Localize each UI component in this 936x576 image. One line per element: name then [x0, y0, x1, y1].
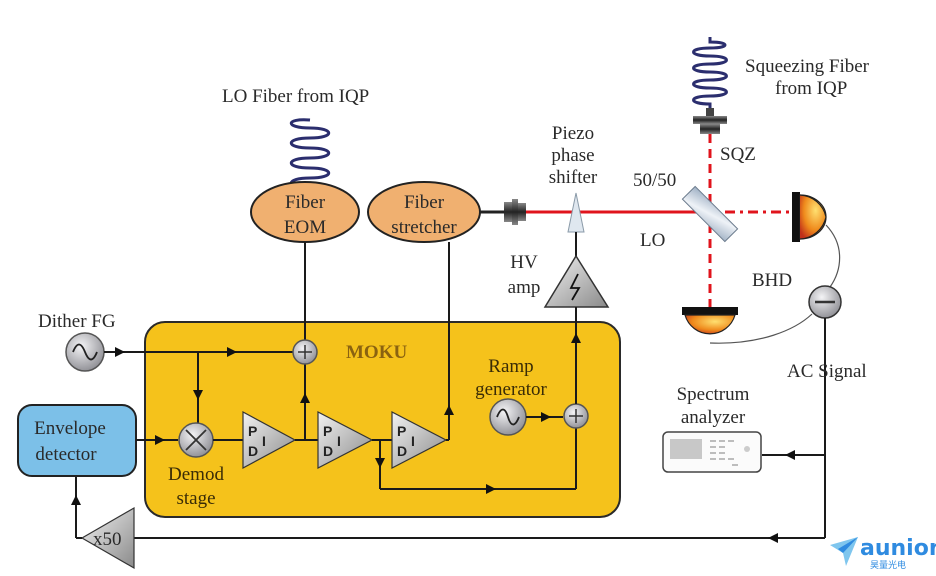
hv-amp-icon [543, 254, 610, 308]
dither-fg-label: Dither FG [38, 311, 116, 332]
arrow-icon [71, 495, 81, 505]
gain-label: x50 [93, 529, 122, 550]
logo-subtitle: 昊量光电 [870, 559, 906, 571]
lo-fiber-label: LO Fiber from IQP [222, 86, 369, 107]
envelope-detector-label: Envelope [34, 418, 106, 439]
arrow-icon [541, 412, 551, 422]
multiply-icon [185, 429, 207, 451]
lo-fiber-coil-icon [289, 118, 331, 195]
arrow-icon [444, 405, 454, 415]
sine-icon [496, 408, 520, 426]
pid-controller-3: P D I [391, 411, 448, 469]
sqz-label: SQZ [720, 144, 756, 165]
fiber-stretcher-label: Fiber [404, 192, 445, 213]
spectrum-analyzer-label: analyzer [681, 407, 746, 428]
fiber-connector-icon [504, 199, 526, 225]
envelope-detector [17, 404, 137, 477]
ac-signal-label: AC Signal [787, 361, 867, 382]
bhd-wire [825, 224, 841, 288]
sqz-connector-icon [693, 108, 727, 134]
lightning-icon [569, 273, 581, 301]
ramp-generator-label: Ramp [488, 356, 533, 377]
detector-mount [682, 307, 738, 315]
spectrum-analyzer-icon[interactable] [662, 431, 762, 473]
fiber-stretcher-label: stretcher [391, 217, 457, 238]
svg-text:D: D [323, 443, 333, 459]
lo-label: LO [640, 230, 665, 251]
svg-text:I: I [337, 433, 341, 449]
pid-controller-2: P D I [317, 411, 374, 469]
piezo-label: Piezo [552, 123, 594, 144]
arrow-icon [115, 347, 125, 357]
arrow-icon [785, 450, 795, 460]
arrow-icon [375, 458, 385, 468]
logo-text: aunion [860, 536, 936, 561]
detector-mount [792, 192, 800, 242]
moku-label: MOKU [346, 342, 407, 363]
demod-label: Demod [168, 464, 224, 485]
sine-icon [72, 343, 98, 361]
beamsplitter-label: 50/50 [633, 170, 676, 191]
svg-text:P: P [248, 423, 257, 439]
fiber-eom-label: EOM [284, 217, 326, 238]
arrow-icon [155, 435, 165, 445]
hv-amp-label: amp [508, 277, 541, 298]
piezo-label: phase [551, 145, 594, 166]
gain-amplifier-icon [80, 506, 135, 570]
svg-text:D: D [397, 443, 407, 459]
arrow-icon [300, 393, 310, 403]
aunion-logo: aunion 昊量光电 [830, 536, 936, 571]
bhd-wire [709, 313, 813, 344]
spectrum-analyzer-label: Spectrum [677, 384, 750, 405]
svg-text:P: P [323, 423, 332, 439]
envelope-detector-label: detector [35, 444, 97, 465]
hv-amp-label: HV [510, 252, 538, 273]
arrow-icon [486, 484, 496, 494]
arrow-icon [768, 533, 778, 543]
photodetector-icon [684, 314, 736, 335]
svg-text:D: D [248, 443, 258, 459]
bhd-label: BHD [752, 270, 792, 291]
svg-text:P: P [397, 423, 406, 439]
arrow-icon [193, 390, 203, 400]
photodetector-icon [799, 194, 827, 240]
ramp-generator-label: generator [475, 379, 547, 400]
pid-controller-1: P D I [242, 410, 297, 470]
svg-text:I: I [411, 433, 415, 449]
arrow-icon [227, 347, 237, 357]
piezo-label: shifter [549, 167, 598, 188]
moku-box [144, 321, 621, 518]
fiber-eom-label: Fiber [285, 192, 326, 213]
arrow-icon [571, 333, 581, 343]
sqz-fiber-coil-icon [692, 37, 728, 110]
sqz-fiber-label: from IQP [775, 78, 847, 99]
demod-label: stage [176, 488, 215, 509]
beamsplitter-icon [681, 185, 739, 243]
svg-text:I: I [262, 433, 266, 449]
sqz-fiber-label: Squeezing Fiber [745, 56, 870, 77]
